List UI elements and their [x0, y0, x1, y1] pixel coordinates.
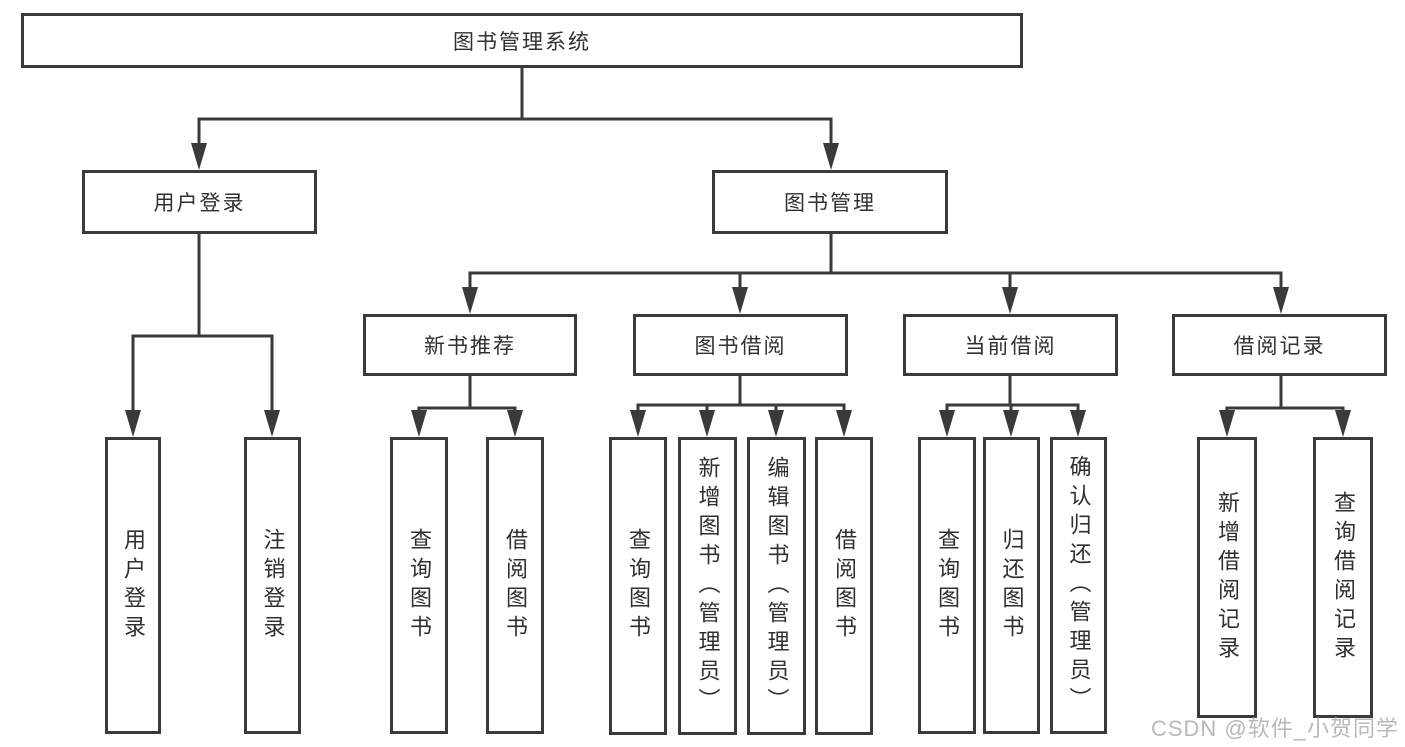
- node-label: 借阅记录: [1233, 335, 1326, 358]
- leaf-borrowing-query-books: 查询图书: [609, 437, 667, 735]
- leaf-return-books: 归还图书: [983, 437, 1040, 734]
- node-library-management-system: 图书管理系统: [21, 13, 1023, 68]
- arrowhead-icon: [768, 410, 784, 437]
- arrowhead-icon: [125, 410, 141, 437]
- node-label: 新书推荐: [424, 335, 516, 358]
- node-label: 借阅图书: [503, 527, 528, 644]
- leaf-add-books-admin: 新增图书（管理员）: [678, 437, 737, 735]
- node-label: 查询图书: [407, 527, 432, 644]
- watermark: CSDN @软件_小贺同学: [1150, 716, 1399, 741]
- node-borrowing-records: 借阅记录: [1172, 314, 1387, 376]
- arrowhead-icon: [462, 287, 478, 314]
- node-user-login: 用户登录: [82, 170, 317, 234]
- node-label: 用户登录: [153, 192, 246, 215]
- node-label: 注销登录: [260, 527, 286, 644]
- node-label: 借阅图书: [832, 528, 857, 644]
- node-label: 当前借阅: [964, 335, 1057, 358]
- leaf-recommend-borrow-books: 借阅图书: [486, 437, 544, 734]
- arrowhead-icon: [264, 410, 280, 437]
- arrowhead-icon: [732, 287, 748, 314]
- leaf-query-borrow-record: 查询借阅记录: [1313, 437, 1373, 718]
- arrowhead-icon: [191, 143, 207, 170]
- leaf-user-login: 用户登录: [105, 437, 161, 734]
- node-label: 图书管理: [784, 192, 876, 215]
- node-label: 图书管理系统: [453, 30, 591, 54]
- arrowhead-icon: [630, 410, 646, 437]
- arrowhead-icon: [939, 410, 955, 437]
- leaf-confirm-return-admin: 确认归还（管理员）: [1050, 437, 1107, 734]
- leaf-recommend-query-books: 查询图书: [390, 437, 448, 734]
- leaf-edit-books-admin: 编辑图书（管理员）: [747, 437, 806, 735]
- arrowhead-icon: [836, 410, 852, 437]
- node-label: 编辑图书（管理员）: [764, 455, 790, 717]
- leaf-borrowing-borrow-books: 借阅图书: [815, 437, 873, 735]
- node-book-management: 图书管理: [712, 170, 948, 234]
- node-label: 查询图书: [626, 528, 651, 644]
- node-label: 用户登录: [121, 527, 146, 644]
- node-current-borrowing: 当前借阅: [903, 314, 1118, 376]
- node-book-borrowing: 图书借阅: [633, 314, 848, 376]
- arrowhead-icon: [1002, 287, 1018, 314]
- node-label: 新增借阅记录: [1215, 490, 1240, 665]
- node-label: 新增图书（管理员）: [695, 455, 721, 717]
- arrowhead-icon: [823, 143, 839, 170]
- node-label: 确认归还（管理员）: [1066, 455, 1092, 716]
- node-label: 查询图书: [935, 527, 960, 644]
- arrowhead-icon: [1003, 410, 1019, 437]
- arrowhead-icon: [1219, 410, 1235, 437]
- arrowhead-icon: [1070, 410, 1086, 437]
- node-label: 图书借阅: [694, 335, 787, 358]
- arrowhead-icon: [1335, 410, 1351, 437]
- node-new-book-recommend: 新书推荐: [363, 314, 577, 376]
- arrowhead-icon: [411, 410, 427, 437]
- node-label: 查询借阅记录: [1331, 490, 1356, 665]
- arrowhead-icon: [1273, 287, 1289, 314]
- leaf-current-query-books: 查询图书: [918, 437, 976, 734]
- arrowhead-icon: [507, 410, 523, 437]
- arrowhead-icon: [699, 410, 715, 437]
- node-label: 归还图书: [999, 527, 1025, 644]
- leaf-add-borrow-record: 新增借阅记录: [1197, 437, 1257, 718]
- leaf-logout: 注销登录: [244, 437, 301, 734]
